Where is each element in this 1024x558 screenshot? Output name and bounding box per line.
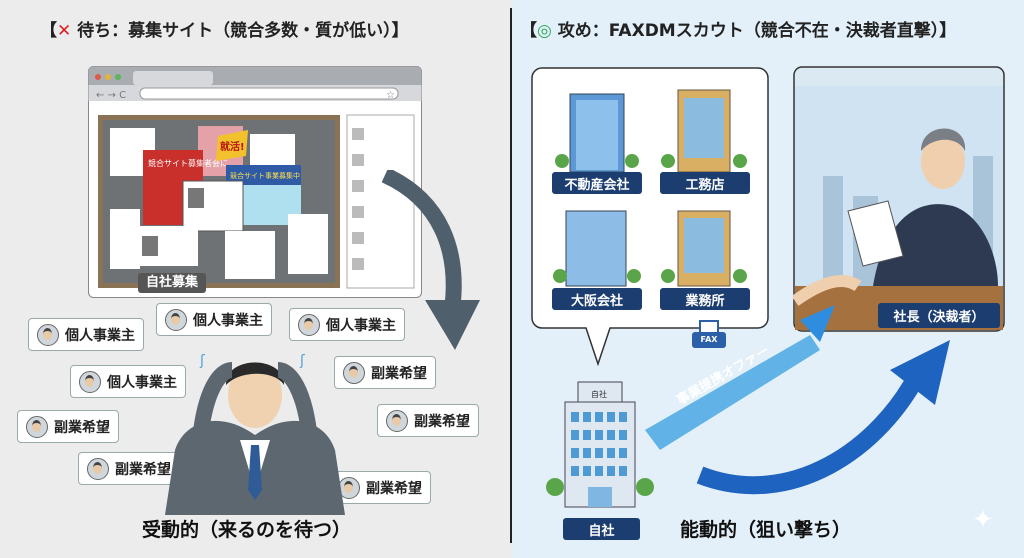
person-avatar-icon (87, 457, 109, 480)
right-title-text: 攻め：FAXDMスカウト（競合不在・決裁者直撃） (557, 21, 940, 41)
company-label: 大阪会社 (552, 288, 642, 310)
svg-text:ʃ: ʃ (199, 353, 205, 369)
candidate-pill: 副業希望 (334, 356, 436, 389)
right-title: 【◎ 攻め：FAXDMスカウト（競合不在・決裁者直撃）】 (520, 21, 957, 41)
active-caption: 能動的（狙い撃ち） (680, 519, 852, 541)
offer-arrow-icon (645, 335, 820, 450)
person-avatar-icon (343, 361, 365, 384)
building-icon (565, 210, 627, 287)
person-avatar-icon (298, 313, 320, 336)
person-avatar-icon (37, 323, 59, 346)
candidate-pill: 副業希望 (78, 452, 180, 485)
curved-arrow-icon (696, 365, 929, 495)
maximize-dot-icon (115, 74, 121, 80)
building-icon (677, 210, 731, 287)
left-title: 【✕ 待ち：募集サイト（競合多数・質が低い）】 (40, 21, 409, 41)
building-icon (569, 93, 625, 173)
svg-text:ʃ: ʃ (299, 353, 305, 369)
ceo-office-illustration (793, 66, 1005, 332)
passive-caption: 受動的（来るのを待つ） (142, 519, 352, 541)
person-avatar-icon (165, 308, 187, 331)
person-avatar-icon (386, 409, 408, 432)
building-sign: 自社 (591, 389, 607, 399)
sparkle-icon: ✦ (972, 505, 994, 535)
close-dot-icon (95, 74, 101, 80)
person-avatar-icon (26, 415, 48, 438)
cross-icon: ✕ (57, 21, 72, 41)
poster-text: 競合サイト募集者会に (148, 158, 228, 168)
fax-icon: FAX (692, 320, 728, 350)
poster-text: 競合サイト事業募集中 (230, 171, 300, 180)
own-company-building-icon: 自社 (546, 381, 654, 508)
own-recruitment-label: 自社募集 (138, 273, 206, 293)
star-icon: ☆ (386, 90, 395, 101)
arrows-illustration: 事業提携オファー (645, 305, 950, 495)
candidate-pill: 副業希望 (17, 410, 119, 443)
building-icon (677, 89, 731, 173)
ceo-label: 社長（決裁者） (878, 303, 1000, 328)
candidate-pill: 個人事業主 (289, 308, 405, 341)
left-title-text: 待ち：募集サイト（競合多数・質が低い） (77, 21, 392, 41)
double-circle-icon: ◎ (537, 21, 552, 41)
candidate-pill: 副業希望 (377, 404, 479, 437)
candidate-pill: 個人事業主 (70, 365, 186, 398)
own-company-label: 自社 (563, 518, 640, 540)
minimize-dot-icon (105, 74, 111, 80)
nav-arrows-icon: ← → C (96, 90, 126, 101)
company-label: 工務店 (660, 172, 750, 194)
person-avatar-icon (79, 370, 101, 393)
candidate-pill: 個人事業主 (28, 318, 144, 351)
company-label: 業務所 (660, 288, 750, 310)
poster-text: 就活! (220, 140, 245, 153)
candidate-pill: 個人事業主 (156, 303, 272, 336)
down-arrow-icon (381, 170, 480, 350)
company-label: 不動産会社 (552, 172, 642, 194)
browser-window-illustration: ← → C ☆ 競合サイト募集者会に 就活! 競合サイト事業募集中 (88, 66, 422, 298)
divider (510, 8, 512, 543)
